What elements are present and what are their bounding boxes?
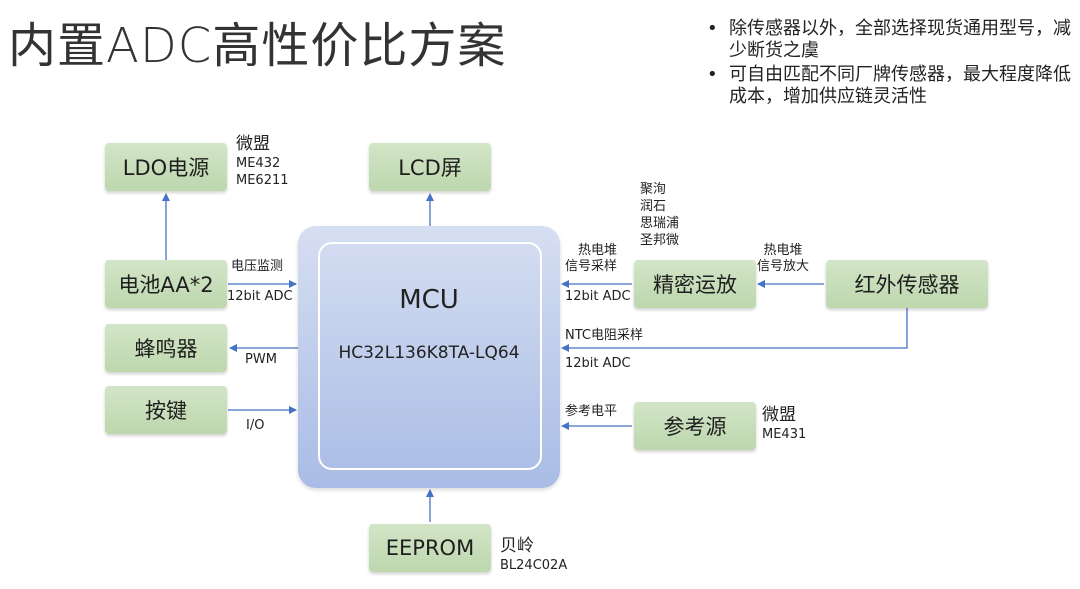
precision-opamp-box: 精密运放	[634, 260, 756, 308]
feature-item: 除传感器以外，全部选择现货通用型号，减少断货之虞	[707, 18, 1077, 62]
ldo-parts: ME432 ME6211	[236, 156, 289, 188]
reference-vendor-note: 微盟 ME431	[762, 404, 806, 443]
mcu-part-number: HC32L136K8TA-LQ64	[338, 343, 520, 363]
mcu-block	[298, 226, 560, 488]
opamp-brand-list: 聚洵 润石 思瑞浦 圣邦微	[640, 182, 680, 248]
battery-link-label-bottom: 12bit ADC	[227, 289, 293, 304]
reference-part: ME431	[762, 427, 807, 442]
reference-source-box: 参考源	[634, 402, 756, 450]
ir-link-label: 热电堆 信号放大	[757, 243, 810, 274]
ldo-power-box: LDO电源	[105, 143, 227, 191]
ldo-vendor-note: 微盟 ME432 ME6211	[236, 133, 289, 189]
battery-box: 电池AA*2	[105, 260, 227, 308]
opamp-link-label-bottom: 12bit ADC	[565, 289, 631, 304]
mcu-inner-frame	[318, 242, 542, 470]
buzzer-box: 蜂鸣器	[105, 324, 227, 372]
eeprom-part: BL24C02A	[500, 558, 568, 573]
eeprom-brand: 贝岭	[500, 536, 534, 556]
ntc-link-label-top: NTC电阻采样	[565, 328, 643, 343]
eeprom-vendor-note: 贝岭 BL24C02A	[500, 535, 567, 574]
lcd-screen-box: LCD屏	[369, 143, 491, 191]
arrow-ntc-to-mcu	[561, 308, 908, 352]
reference-link-label: 参考电平	[565, 404, 618, 419]
eeprom-box: EEPROM	[369, 524, 491, 572]
slide-title: 内置ADC高性价比方案	[8, 18, 507, 74]
feature-list: 除传感器以外，全部选择现货通用型号，减少断货之虞 可自由匹配不同厂牌传感器，最大…	[707, 18, 1077, 110]
battery-link-label-top: 电压监测	[231, 259, 284, 274]
key-box: 按键	[105, 386, 227, 434]
ntc-link-label-bottom: 12bit ADC	[565, 356, 631, 371]
feature-item: 可自由匹配不同厂牌传感器，最大程度降低成本，增加供应链灵活性	[707, 64, 1077, 108]
key-link-label: I/O	[246, 418, 265, 433]
ir-sensor-box: 红外传感器	[826, 260, 988, 308]
opamp-link-label-top: 热电堆 信号采样	[565, 243, 618, 274]
mcu-label: MCU	[399, 285, 459, 315]
ldo-brand: 微盟	[236, 134, 270, 154]
buzzer-link-label: PWM	[245, 352, 277, 367]
reference-brand: 微盟	[762, 405, 796, 425]
